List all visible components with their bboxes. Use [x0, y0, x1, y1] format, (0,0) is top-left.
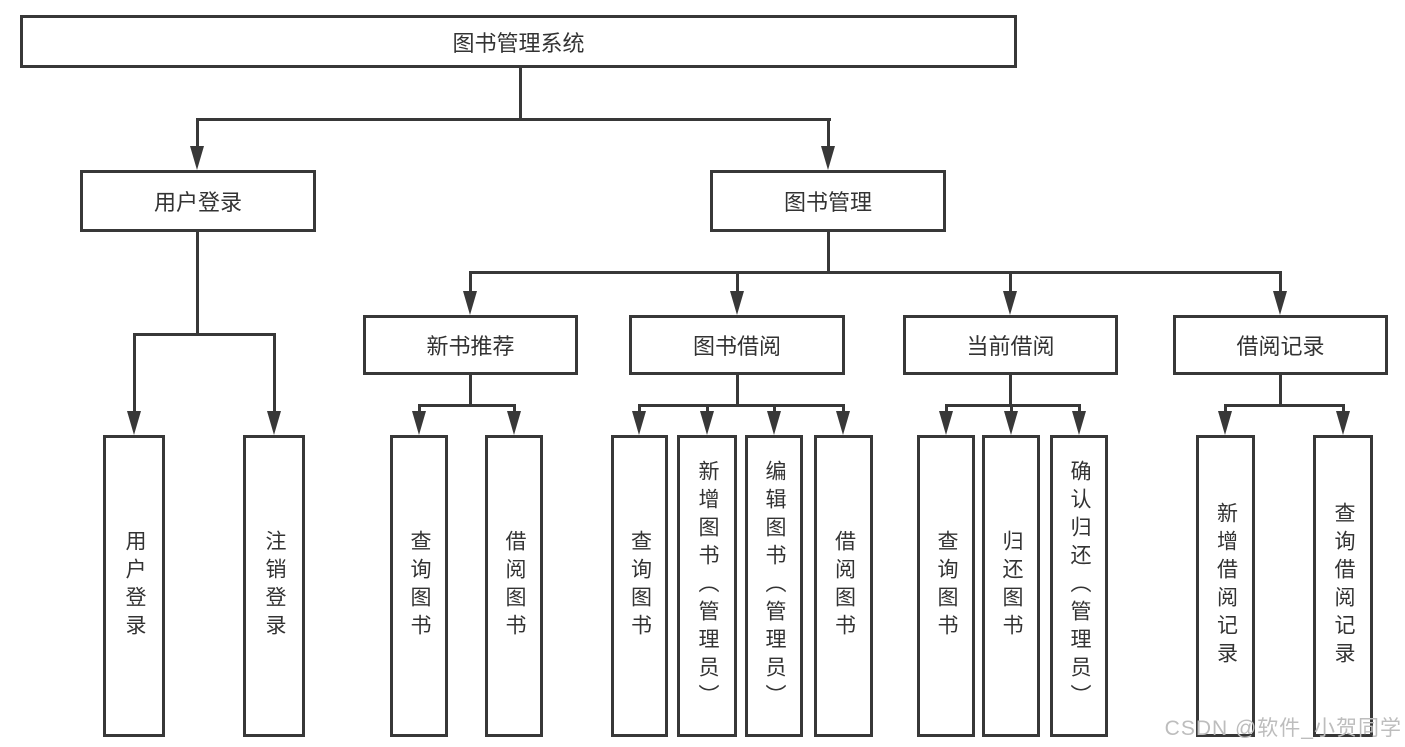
- node-query-books-2-label: 查询图书: [628, 530, 652, 642]
- connector-line: [842, 404, 845, 414]
- connector-bus: [638, 404, 845, 407]
- connector-bookmgmt-bus: [469, 271, 1282, 274]
- node-logout: 注销登录: [243, 435, 305, 737]
- node-borrow-records-label: 借阅记录: [1236, 334, 1325, 359]
- node-borrow-books-2-label: 借阅图书: [832, 530, 856, 642]
- connector-root-drop: [519, 68, 522, 119]
- node-library-system-label: 图书管理系统: [452, 30, 585, 56]
- connector-line: [469, 271, 472, 295]
- arrow-down-icon: [1004, 411, 1018, 435]
- connector-line: [773, 404, 776, 414]
- connector-line: [133, 333, 136, 415]
- node-return-book: 归还图书: [982, 435, 1040, 737]
- node-confirm-return-admin: 确认归还（管理员）: [1050, 435, 1108, 737]
- connector-bus: [945, 404, 1081, 407]
- node-user-login-leaf-label: 用户登录: [123, 530, 147, 642]
- connector-line: [827, 118, 830, 149]
- node-query-books-3: 查询图书: [917, 435, 975, 737]
- connector-line: [418, 404, 421, 414]
- node-borrow-books: 借阅图书: [485, 435, 543, 737]
- connector-line: [196, 118, 199, 149]
- connector-bookmgmt-drop: [827, 232, 830, 274]
- node-new-book-recommend: 新书推荐: [363, 315, 578, 375]
- node-query-books-3-label: 查询图书: [935, 530, 959, 642]
- connector-line: [706, 404, 709, 414]
- arrow-down-icon: [507, 411, 521, 435]
- node-query-books-label: 查询图书: [408, 530, 432, 642]
- connector-line: [1009, 271, 1012, 295]
- node-add-book-admin-label: 新增图书（管理员）: [696, 460, 720, 712]
- connector-bus: [1224, 404, 1345, 407]
- arrow-down-icon: [767, 411, 781, 435]
- node-borrow-books-label: 借阅图书: [503, 530, 527, 642]
- node-book-management: 图书管理: [710, 170, 946, 232]
- arrow-down-icon: [190, 146, 204, 170]
- node-query-books: 查询图书: [390, 435, 448, 737]
- node-confirm-return-admin-label: 确认归还（管理员）: [1068, 460, 1092, 712]
- connector-line: [1279, 271, 1282, 295]
- arrow-down-icon: [463, 291, 477, 315]
- node-query-borrow-record-label: 查询借阅记录: [1332, 502, 1356, 670]
- connector-bus: [418, 404, 516, 407]
- node-borrow-books-2: 借阅图书: [814, 435, 873, 737]
- connector-line: [736, 271, 739, 295]
- node-book-borrowing: 图书借阅: [629, 315, 845, 375]
- connector-line: [945, 404, 948, 414]
- arrow-down-icon: [1003, 291, 1017, 315]
- arrow-down-icon: [836, 411, 850, 435]
- node-user-login: 用户登录: [80, 170, 316, 232]
- connector-line: [1279, 375, 1282, 406]
- node-edit-book-admin: 编辑图书（管理员）: [745, 435, 803, 737]
- connector-line: [469, 375, 472, 406]
- node-add-borrow-record-label: 新增借阅记录: [1214, 502, 1238, 670]
- node-edit-book-admin-label: 编辑图书（管理员）: [763, 460, 787, 712]
- node-query-borrow-record: 查询借阅记录: [1313, 435, 1373, 737]
- node-new-book-recommend-label: 新书推荐: [426, 334, 515, 359]
- node-borrow-records: 借阅记录: [1173, 315, 1388, 375]
- node-add-borrow-record: 新增借阅记录: [1196, 435, 1255, 737]
- node-book-borrowing-label: 图书借阅: [692, 334, 781, 359]
- node-current-borrowing-label: 当前借阅: [966, 334, 1055, 359]
- arrow-down-icon: [1336, 411, 1350, 435]
- arrow-down-icon: [267, 411, 281, 435]
- node-logout-label: 注销登录: [263, 530, 287, 642]
- arrow-down-icon: [412, 411, 426, 435]
- connector-line: [1078, 404, 1081, 414]
- arrow-down-icon: [730, 291, 744, 315]
- node-add-book-admin: 新增图书（管理员）: [677, 435, 737, 737]
- node-user-login-leaf: 用户登录: [103, 435, 165, 737]
- node-library-system: 图书管理系统: [20, 15, 1017, 68]
- arrow-down-icon: [1218, 411, 1232, 435]
- arrow-down-icon: [821, 146, 835, 170]
- arrow-down-icon: [939, 411, 953, 435]
- arrow-down-icon: [1072, 411, 1086, 435]
- connector-line: [1010, 404, 1013, 414]
- csdn-watermark: CSDN @软件_小贺同学: [1164, 717, 1402, 740]
- connector-line: [736, 375, 739, 406]
- connector-line: [1224, 404, 1227, 414]
- node-user-login-label: 用户登录: [153, 190, 242, 215]
- node-query-books-2: 查询图书: [611, 435, 668, 737]
- connector-userlogin-bus: [133, 333, 276, 336]
- connector-line: [638, 404, 641, 414]
- node-current-borrowing: 当前借阅: [903, 315, 1118, 375]
- connector-root-bus: [196, 118, 831, 121]
- arrow-down-icon: [632, 411, 646, 435]
- arrow-down-icon: [127, 411, 141, 435]
- arrow-down-icon: [1273, 291, 1287, 315]
- node-return-book-label: 归还图书: [1000, 530, 1024, 642]
- connector-line: [1342, 404, 1345, 414]
- connector-line: [273, 333, 276, 415]
- node-book-management-label: 图书管理: [783, 190, 872, 215]
- connector-userlogin-drop: [196, 232, 199, 335]
- connector-line: [1009, 375, 1012, 406]
- connector-line: [513, 404, 516, 414]
- arrow-down-icon: [700, 411, 714, 435]
